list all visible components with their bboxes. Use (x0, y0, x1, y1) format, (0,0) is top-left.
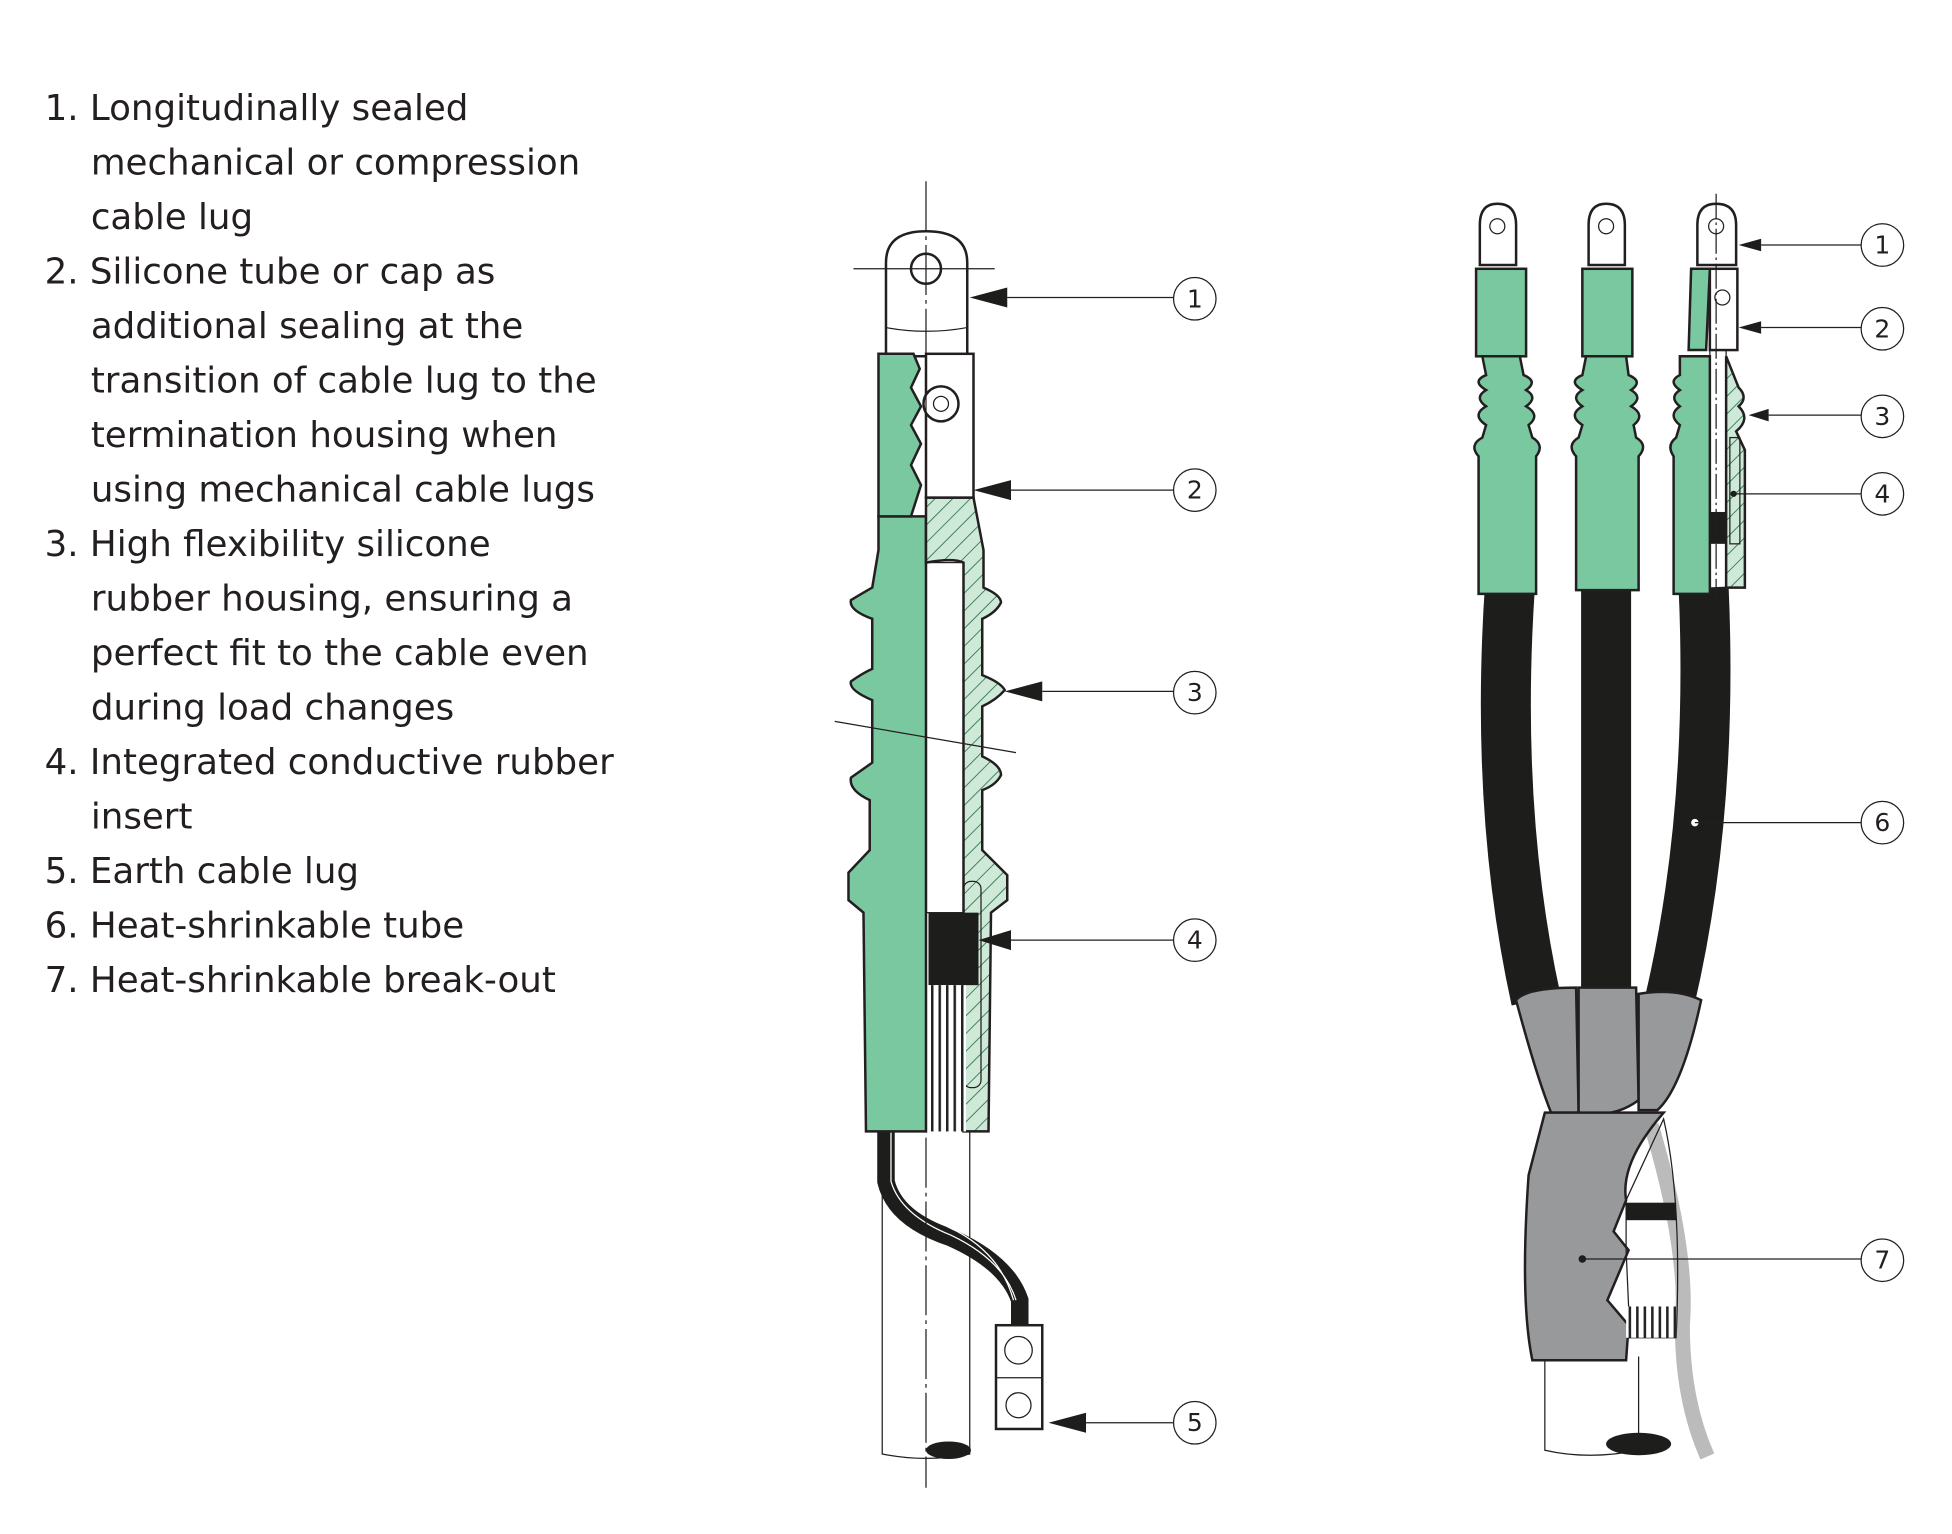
callout-label: 1 (1187, 284, 1203, 313)
callout-4: 4 (1730, 471, 1905, 516)
three-core-callouts: 1 2 3 4 6 7 (1578, 223, 1905, 1283)
heat-shrinkable-breakout (1523, 1111, 1667, 1362)
legend-item-1-line-2: mechanical or compression (91, 143, 580, 184)
callout-3: 3 (1004, 670, 1217, 715)
callout-label: 3 (1874, 402, 1890, 431)
legend-item-7: 7. Heat-shrinkable break-out (45, 960, 556, 1001)
callout-label: 7 (1874, 1246, 1890, 1275)
callout-1: 1 (1738, 223, 1905, 267)
callout-label: 3 (1187, 678, 1203, 707)
silicone-housing (847, 515, 928, 1133)
legend-item-2-line-2: additional sealing at the (91, 306, 523, 347)
silicone-tube (877, 352, 923, 518)
three-core-termination (1473, 193, 1747, 1460)
callout-3: 3 (1748, 394, 1905, 439)
legend-item-3-line-2: rubber housing, ensuring a (91, 579, 573, 620)
legend-item-1-line-1: 1. Longitudinally sealed (45, 88, 469, 129)
legend-item-5: 5. Earth cable lug (45, 851, 359, 892)
core-3-sectioned (1669, 193, 1747, 601)
legend-item-3-line-1: 3. High flexibility silicone (45, 524, 491, 565)
legend-item-2-line-4: termination housing when (91, 415, 558, 456)
callout-label: 2 (1874, 314, 1890, 343)
legend-item-2-line-5: using mechanical cable lugs (91, 470, 595, 511)
core-2 (1570, 202, 1645, 592)
callout-label: 4 (1187, 926, 1203, 955)
single-core-termination (834, 181, 1044, 1488)
legend-item-6: 6. Heat-shrinkable tube (45, 906, 465, 947)
callout-7: 7 (1578, 1238, 1905, 1283)
callout-label: 2 (1187, 476, 1203, 505)
callout-2: 2 (973, 468, 1217, 512)
callout-label: 1 (1874, 231, 1890, 260)
callout-2: 2 (1738, 306, 1905, 351)
callout-label: 4 (1874, 479, 1890, 508)
legend-item-4-line-1: 4. Integrated conductive rubber (45, 742, 615, 783)
legend-item-2-line-1: 2. Silicone tube or cap as (45, 252, 496, 293)
callout-4: 4 (978, 918, 1217, 963)
core-1 (1473, 202, 1541, 596)
legend-item-1-line-3: cable lug (91, 197, 253, 238)
callout-5: 5 (1048, 1400, 1217, 1445)
callout-label: 5 (1187, 1408, 1203, 1437)
legend-item-4-line-2: insert (91, 797, 193, 838)
legend-item-3-line-3: perfect fit to the cable even (91, 633, 589, 674)
single-core-callouts: 1 2 3 4 5 (969, 276, 1217, 1445)
legend-item-3-line-4: during load changes (91, 688, 454, 729)
callout-1: 1 (969, 276, 1217, 321)
legend-item-2-line-3: transition of cable lug to the (91, 361, 597, 402)
legend-list: 1. Longitudinally sealed mechanical or c… (45, 88, 615, 1001)
callout-label: 6 (1874, 808, 1890, 837)
callout-6: 6 (1691, 800, 1905, 845)
